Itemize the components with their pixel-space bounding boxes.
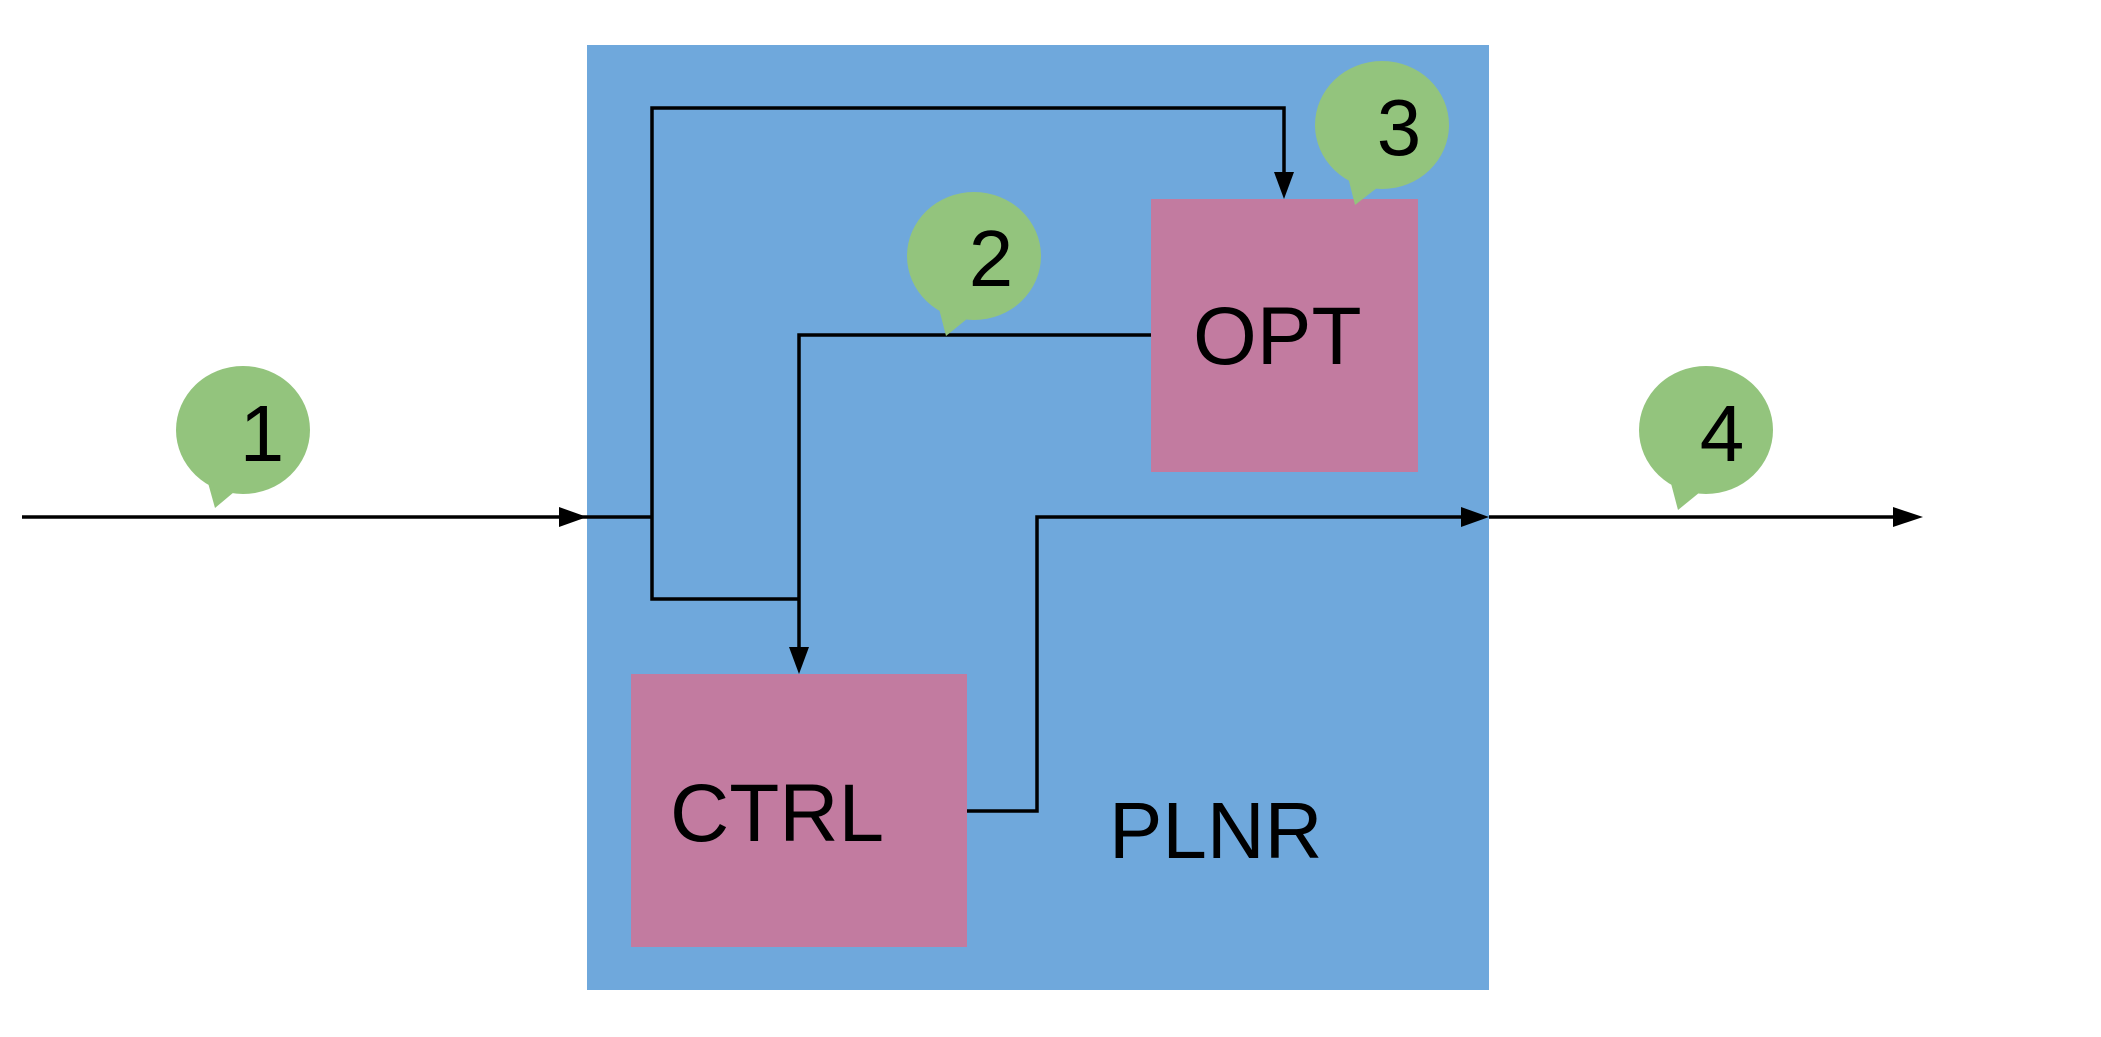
- callout-4: 4: [1639, 366, 1773, 510]
- callout-3: 3: [1315, 61, 1449, 205]
- exit-arrowhead: [1461, 507, 1489, 527]
- input-to-ctrl-connector: [650, 517, 799, 601]
- callout-3-number: 3: [1377, 83, 1422, 172]
- opt-to-ctrl-connector: [797, 333, 1151, 651]
- opt-block: [1151, 199, 1418, 472]
- ctrl-label: CTRL: [670, 768, 884, 859]
- opt-label: OPT: [1193, 291, 1362, 382]
- plnr-label: PLNR: [1109, 786, 1322, 875]
- callout-4-number: 4: [1700, 389, 1745, 478]
- ctrl-arrowhead: [789, 647, 809, 674]
- output-arrowhead: [1893, 507, 1923, 527]
- input-arrowhead: [559, 507, 587, 527]
- callout-1-number: 1: [240, 389, 285, 478]
- callout-2-number: 2: [969, 214, 1014, 303]
- callout-2: 2: [907, 192, 1041, 336]
- callout-4-bubble: [1639, 366, 1773, 494]
- callout-1-bubble: [176, 366, 310, 494]
- ctrl-block: [631, 674, 967, 947]
- callout-3-bubble: [1315, 61, 1449, 189]
- callout-1: 1: [176, 366, 310, 508]
- callout-2-bubble: [907, 192, 1041, 320]
- ctrl-to-output-connector: [967, 515, 1466, 813]
- input-to-opt-connector: [650, 106, 1286, 517]
- opt-arrowhead: [1274, 172, 1294, 199]
